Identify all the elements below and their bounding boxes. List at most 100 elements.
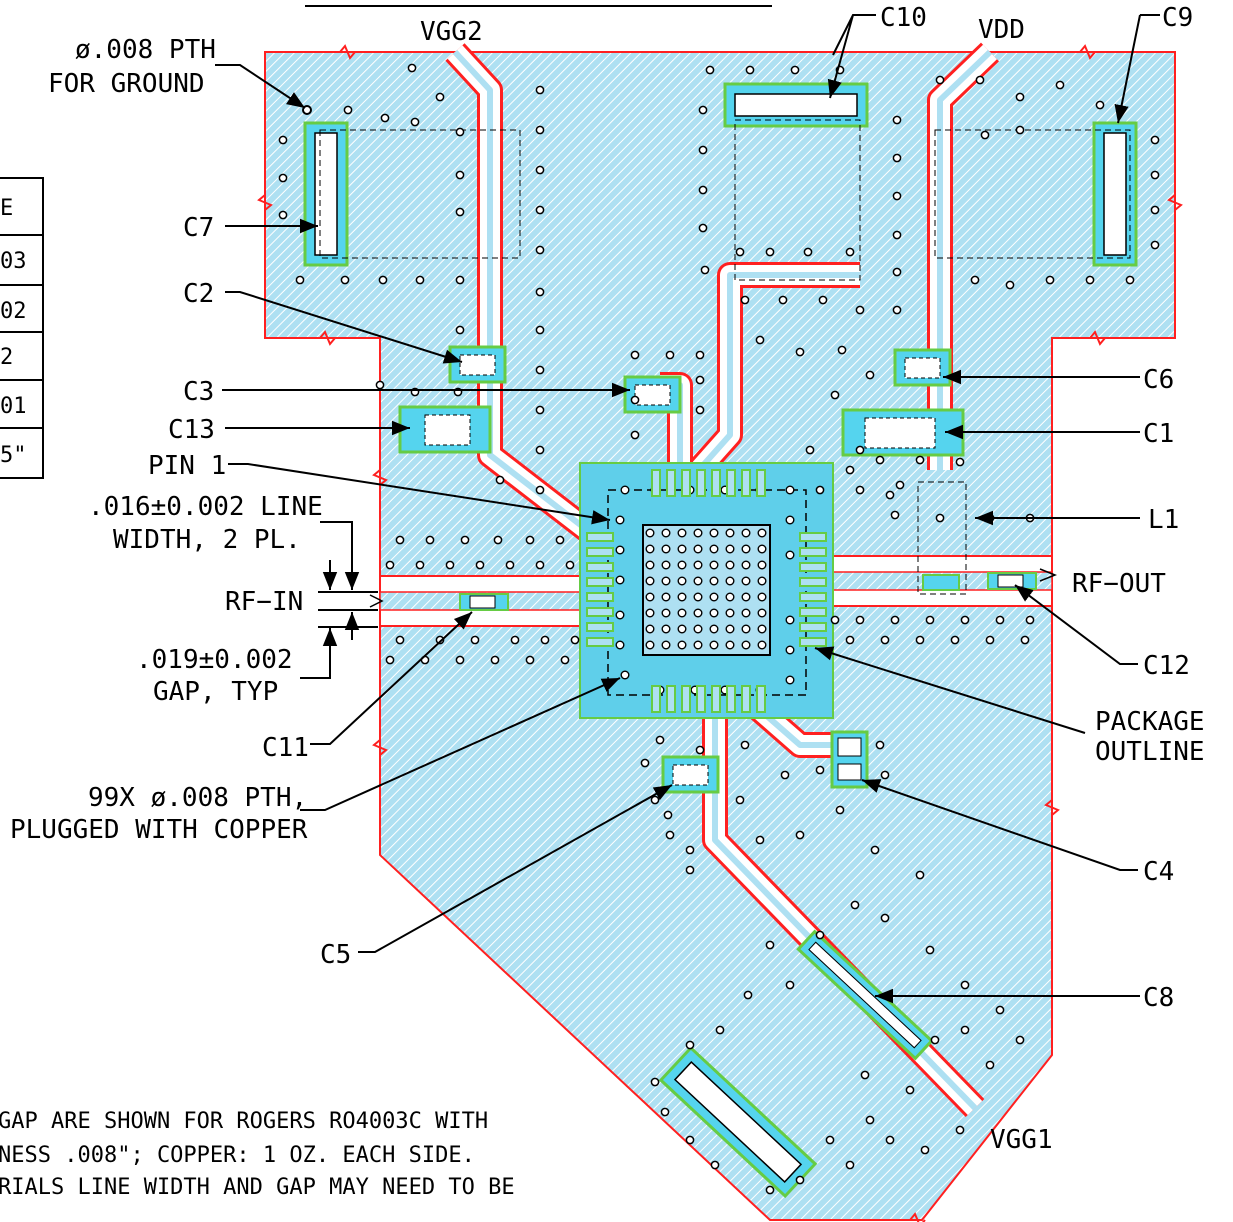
via — [565, 560, 575, 570]
via — [790, 65, 800, 75]
package-via — [645, 592, 655, 602]
via — [407, 63, 417, 73]
package-pad — [666, 685, 676, 713]
via — [698, 223, 708, 233]
via — [845, 635, 855, 645]
table-cell: 02 — [0, 299, 27, 324]
via — [698, 185, 708, 195]
package-via — [661, 592, 671, 602]
via — [695, 375, 705, 385]
package-pad — [726, 685, 736, 713]
via — [755, 835, 765, 845]
via — [892, 153, 902, 163]
via — [385, 655, 395, 665]
label-pth-99-2: PLUGGED WITH COPPER — [10, 815, 308, 845]
via — [1085, 275, 1095, 285]
via — [415, 560, 425, 570]
package-pad — [586, 577, 614, 587]
via — [540, 635, 550, 645]
via — [493, 535, 503, 545]
via — [535, 560, 545, 570]
package-via — [757, 560, 767, 570]
via — [985, 635, 995, 645]
note-line: RIALS LINE WIDTH AND GAP MAY NEED TO BE — [0, 1175, 515, 1200]
via — [380, 113, 390, 123]
via — [985, 1060, 995, 1070]
via — [455, 655, 465, 665]
via — [1020, 635, 1030, 645]
label-c2: C2 — [183, 279, 214, 309]
via — [378, 275, 388, 285]
via — [535, 365, 545, 375]
package-via — [785, 550, 795, 560]
via — [650, 1077, 660, 1087]
package-pad — [586, 562, 614, 572]
package-via — [615, 640, 625, 650]
package-via — [645, 560, 655, 570]
package-via — [757, 544, 767, 554]
via — [865, 370, 875, 380]
via — [930, 1035, 940, 1045]
package-via — [677, 576, 687, 586]
via — [455, 207, 465, 217]
via — [535, 85, 545, 95]
via — [650, 795, 660, 805]
via — [880, 913, 890, 923]
via — [685, 1040, 695, 1050]
via — [525, 535, 535, 545]
via — [525, 655, 535, 665]
package-pad — [651, 469, 661, 497]
label-c13: C13 — [168, 415, 215, 445]
package-pad — [696, 469, 706, 497]
package-via — [615, 515, 625, 525]
via — [1150, 135, 1160, 145]
via — [835, 805, 845, 815]
via — [630, 350, 640, 360]
package-via — [757, 528, 767, 538]
package-via — [645, 544, 655, 554]
via — [700, 265, 710, 275]
via — [630, 430, 640, 440]
leader-lines — [215, 14, 1160, 1004]
package-via — [757, 576, 767, 586]
via — [555, 535, 565, 545]
package-pad — [586, 637, 614, 647]
via — [705, 65, 715, 75]
via — [885, 490, 895, 500]
via — [1025, 615, 1035, 625]
package-via — [645, 528, 655, 538]
via — [685, 1135, 695, 1145]
via — [830, 390, 840, 400]
components — [303, 82, 1138, 1199]
package-via — [785, 485, 795, 495]
package-via — [677, 624, 687, 634]
package-pad — [756, 469, 766, 497]
package-via — [661, 560, 671, 570]
via — [535, 325, 545, 335]
package-pad — [666, 469, 676, 497]
label-vdd: VDD — [978, 15, 1025, 45]
package-via — [620, 485, 630, 495]
package-pad — [799, 532, 827, 542]
table-cell: 2 — [0, 345, 13, 370]
label-rf-in: RF−IN — [225, 587, 303, 617]
label-gap-2: GAP, TYP — [153, 677, 278, 707]
package-pad — [586, 547, 614, 557]
via — [535, 287, 545, 297]
dimension-marks — [300, 521, 378, 679]
via — [815, 765, 825, 775]
via — [880, 770, 890, 780]
via — [445, 560, 455, 570]
via — [665, 350, 675, 360]
package-via — [693, 528, 703, 538]
package-via — [709, 560, 719, 570]
c8-lower-pad — [658, 1045, 818, 1199]
via — [805, 445, 815, 455]
package-pad — [586, 607, 614, 617]
label-c3: C3 — [183, 377, 214, 407]
package-via — [725, 624, 735, 634]
note-line: GAP ARE SHOWN FOR ROGERS RO4003C WITH — [0, 1109, 488, 1134]
via — [535, 445, 545, 455]
via — [715, 1025, 725, 1035]
package-pad — [799, 592, 827, 602]
